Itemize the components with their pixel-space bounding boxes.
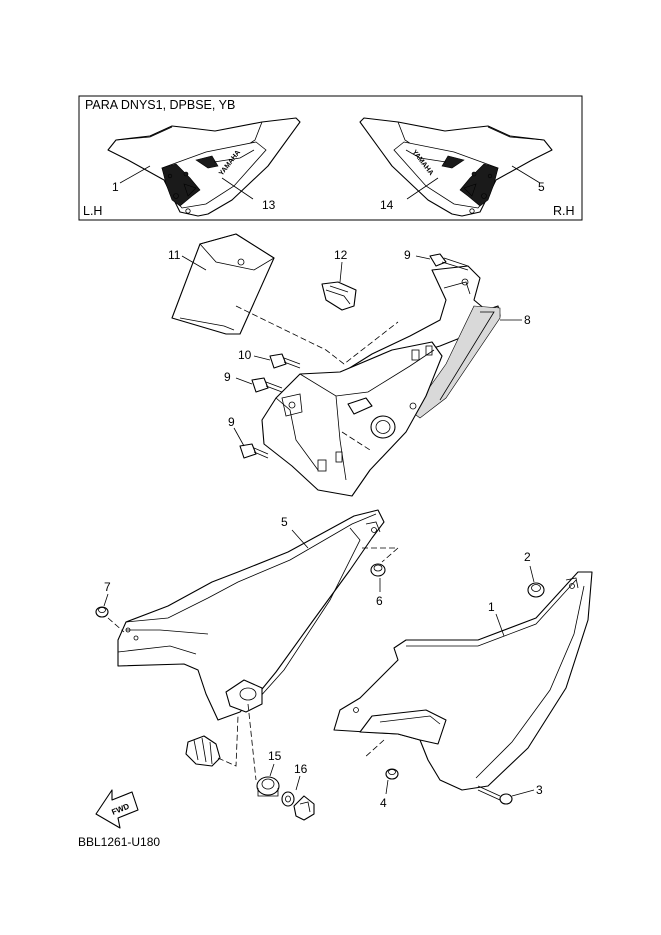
callout-5-inset: 5	[538, 180, 545, 194]
callout-10: 10	[238, 348, 252, 362]
callout-5: 5	[281, 515, 288, 529]
bolt-10: 10	[238, 348, 301, 369]
callout-15: 15	[268, 749, 282, 763]
inset-box: PARA DNYS1, DPBSE, YB L.H R.H YAMAHA	[78, 95, 583, 221]
callout-12: 12	[334, 248, 348, 262]
cover-knob	[185, 715, 239, 767]
grommet-15: 15	[256, 749, 282, 797]
inset-title: PARA DNYS1, DPBSE, YB	[85, 98, 235, 112]
callout-9-low: 9	[228, 415, 235, 429]
bolt-9-low: 9	[228, 415, 269, 459]
callout-9-top: 9	[404, 248, 411, 262]
callout-3: 3	[536, 783, 543, 797]
grommet-6: 6	[362, 547, 400, 608]
callout-9-mid: 9	[224, 370, 231, 384]
callout-1: 1	[488, 600, 495, 614]
side-cover-left: 5	[117, 509, 385, 721]
inset-label-left: L.H	[83, 204, 102, 218]
clip: 12	[321, 248, 357, 311]
screw-3: 3	[477, 783, 543, 805]
callout-4: 4	[380, 796, 387, 810]
callout-11: 11	[168, 248, 181, 262]
callout-14: 14	[380, 198, 394, 212]
left-side-cover-decal: YAMAHA	[107, 117, 301, 217]
bracket-assembly	[261, 265, 501, 497]
grommet-4: 4	[363, 739, 399, 810]
callout-6: 6	[376, 594, 383, 608]
bolt-9-mid: 9	[224, 370, 283, 393]
forward-arrow-icon: FWD	[95, 789, 139, 829]
callout-13: 13	[262, 198, 276, 212]
callout-8: 8	[524, 313, 531, 327]
bolt-9-top: 9	[404, 248, 469, 271]
diagram-code: BBL1261-U180	[78, 835, 160, 849]
inset-label-right: R.H	[553, 204, 575, 218]
callout-2: 2	[524, 550, 531, 564]
collar-16: 16	[247, 703, 315, 821]
callout-16: 16	[294, 762, 308, 776]
grommet-2: 2	[524, 550, 545, 598]
tool-bag: 11	[168, 233, 275, 335]
callout-1-inset: 1	[112, 180, 119, 194]
right-side-cover-decal: YAMAHA	[359, 117, 553, 217]
side-cover-right: 1	[333, 571, 593, 791]
callout-7: 7	[104, 580, 111, 594]
grommet-7: 7	[95, 580, 125, 633]
